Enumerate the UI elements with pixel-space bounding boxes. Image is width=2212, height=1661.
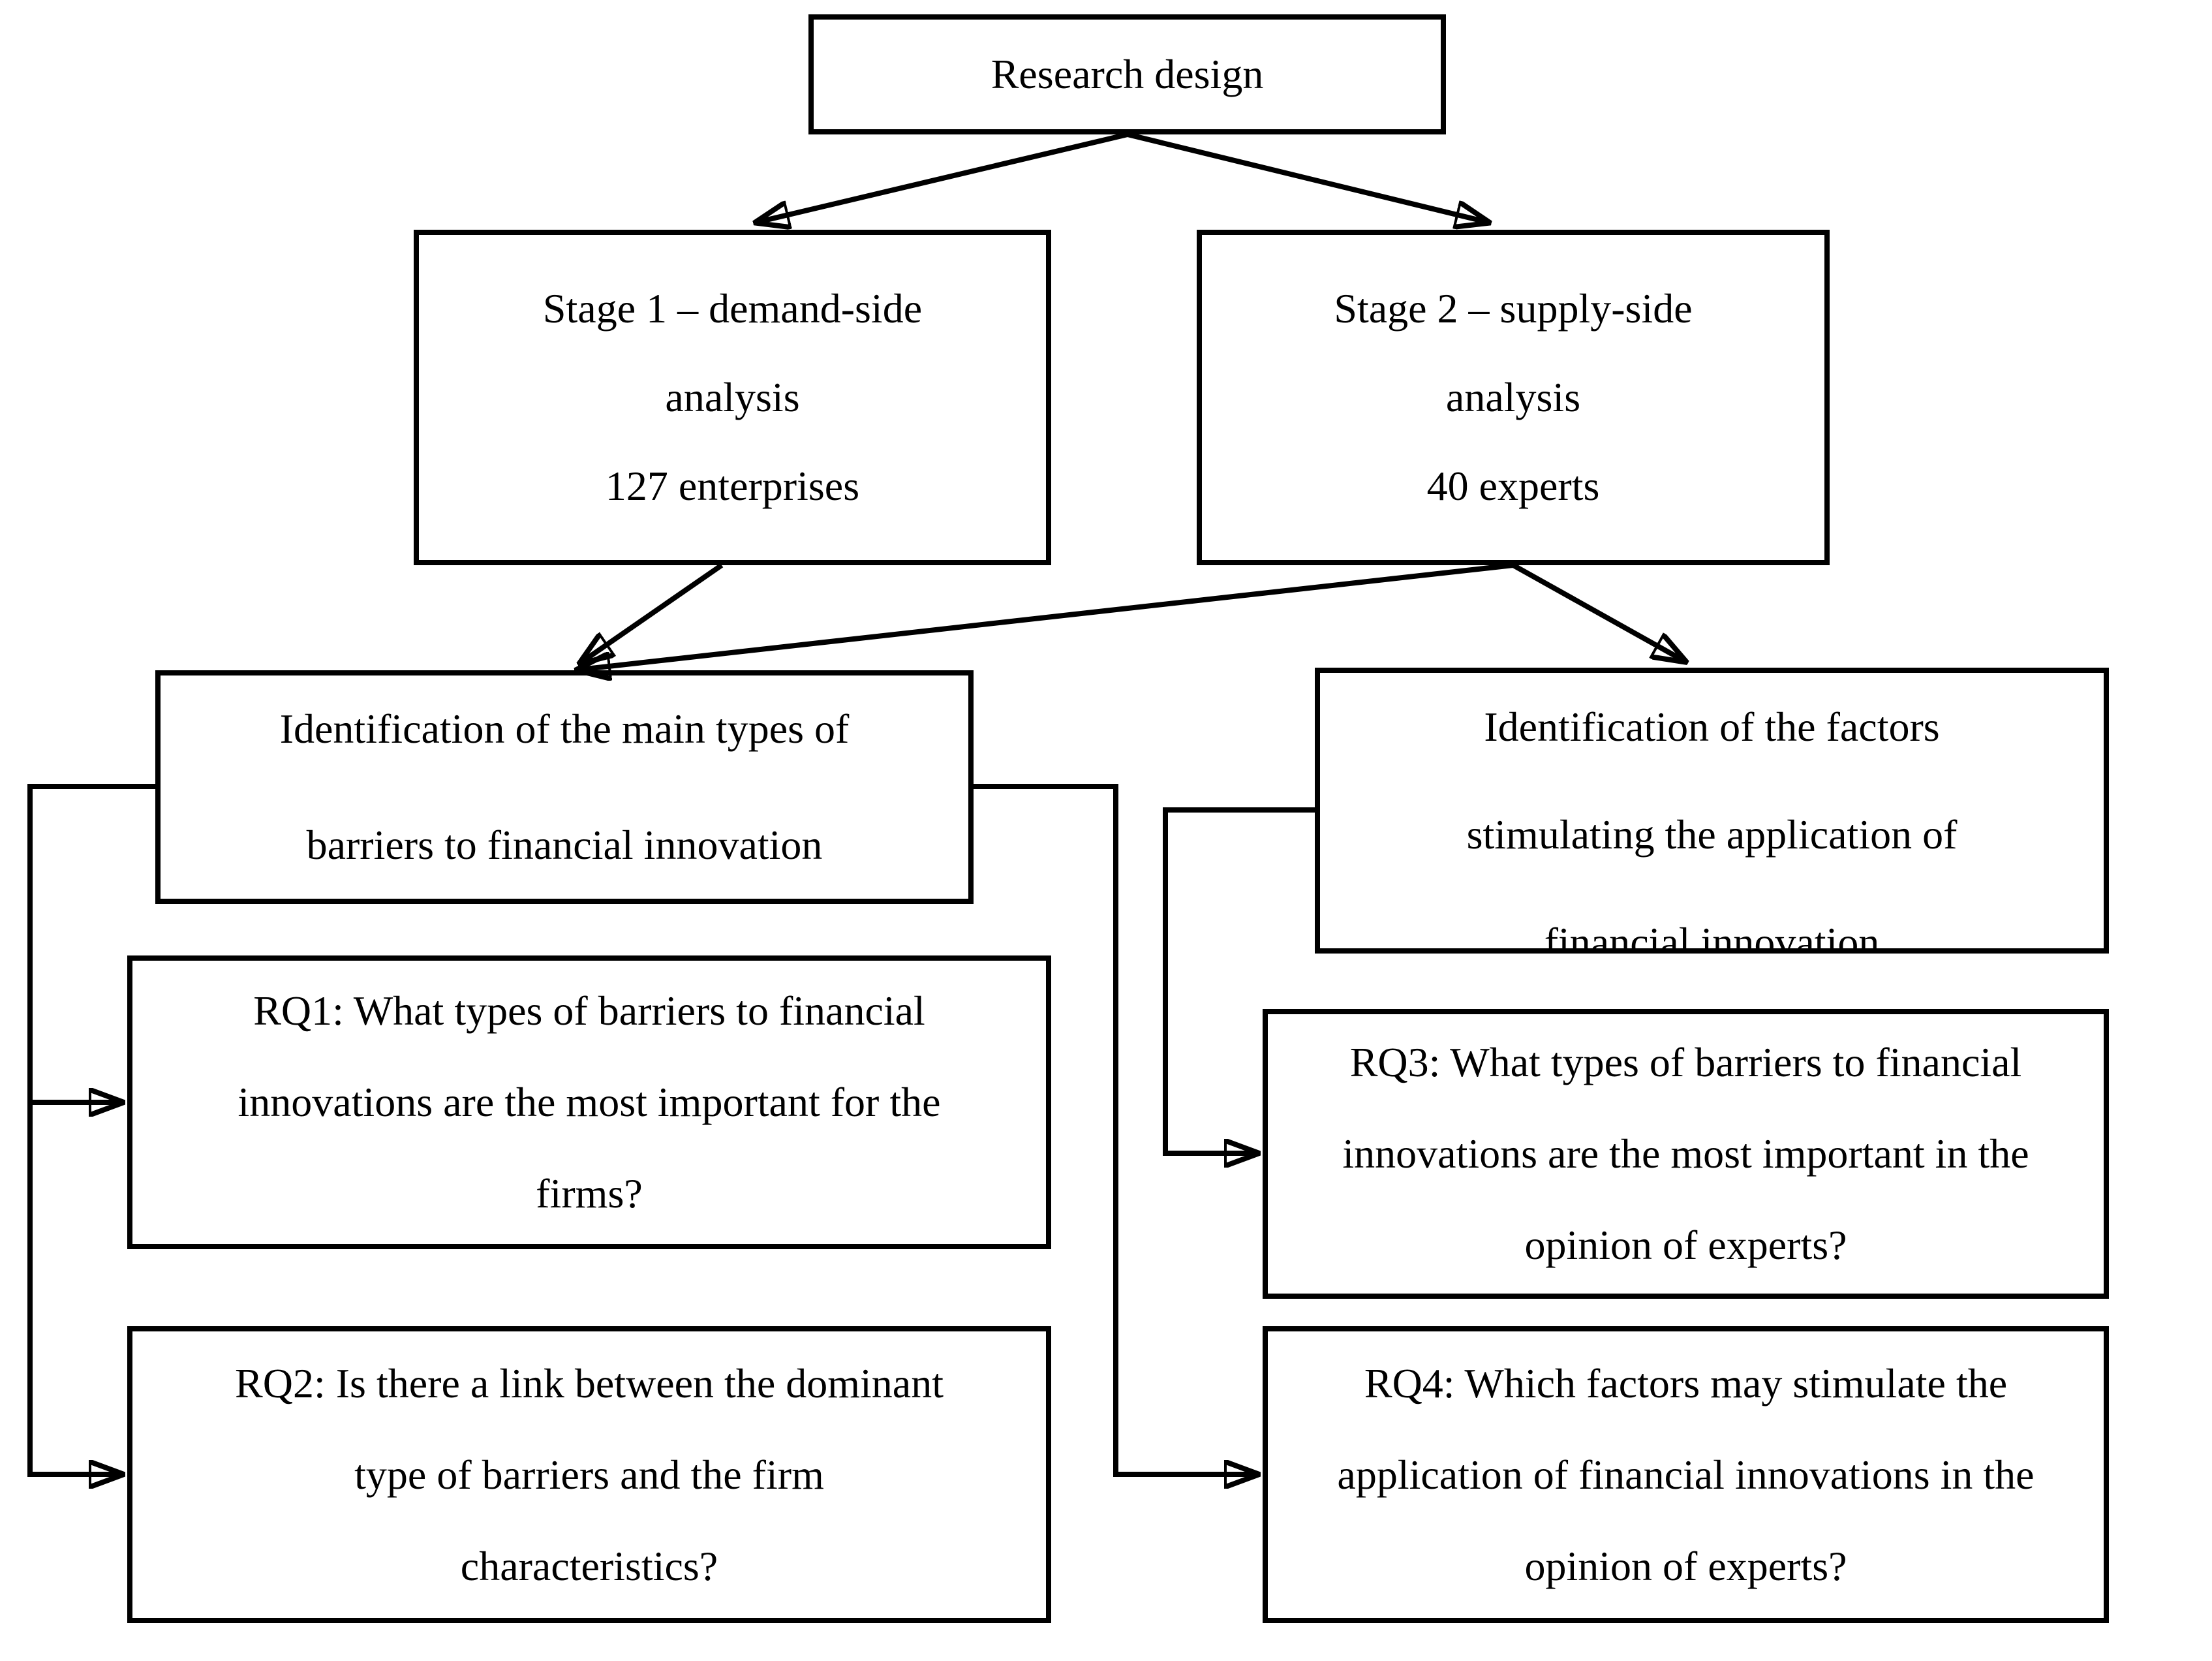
node-text: firms? bbox=[536, 1170, 643, 1217]
node-text: Identification of the main types of bbox=[279, 706, 850, 752]
node-text: application of financial innovations in … bbox=[1337, 1451, 2035, 1498]
edge-research-to-stage1 bbox=[758, 132, 1128, 222]
edge-stage2-to-barriers bbox=[579, 563, 1514, 670]
node-text: RQ4: Which factors may stimulate the bbox=[1364, 1359, 2008, 1406]
node-text: innovations are the most important for t… bbox=[238, 1079, 941, 1125]
node-text: type of barriers and the firm bbox=[354, 1451, 824, 1498]
edge-stage1-to-barriers bbox=[582, 563, 724, 662]
node-text: Stage 1 – demand-side bbox=[542, 285, 923, 332]
node-stage1: Stage 1 – demand-side analysis 127 enter… bbox=[414, 230, 1051, 565]
node-identification-factors: Identification of the factors stimulatin… bbox=[1315, 668, 2109, 954]
node-text: barriers to financial innovation bbox=[306, 822, 823, 868]
node-text: Stage 2 – supply-side bbox=[1334, 285, 1693, 332]
node-stage2: Stage 2 – supply-side analysis 40 expert… bbox=[1197, 230, 1830, 565]
node-rq1: RQ1: What types of barriers to financial… bbox=[127, 955, 1051, 1249]
node-text: 40 experts bbox=[1426, 463, 1600, 509]
node-text: analysis bbox=[1445, 374, 1581, 420]
node-text: RQ2: Is there a link between the dominan… bbox=[235, 1359, 944, 1406]
node-rq4: RQ4: Which factors may stimulate the app… bbox=[1263, 1326, 2109, 1623]
node-text: stimulating the application of bbox=[1466, 811, 1958, 858]
node-identification-barriers: Identification of the main types of barr… bbox=[155, 670, 974, 904]
edge-research-to-stage2 bbox=[1127, 132, 1486, 222]
node-text: 127 enterprises bbox=[605, 463, 860, 509]
node-rq3: RQ3: What types of barriers to financial… bbox=[1263, 1009, 2109, 1299]
node-text: financial innovation bbox=[1544, 919, 1880, 954]
edge-stage2-to-factors bbox=[1512, 563, 1683, 660]
edge-barriers-to-rq2 bbox=[27, 1102, 120, 1474]
node-text: RQ3: What types of barriers to financial bbox=[1349, 1039, 2022, 1085]
node-text: opinion of experts? bbox=[1524, 1542, 1847, 1589]
node-text: innovations are the most important in th… bbox=[1342, 1130, 2029, 1177]
node-text: Identification of the factors bbox=[1484, 704, 1940, 750]
node-text: Research design bbox=[991, 51, 1264, 97]
node-rq2: RQ2: Is there a link between the dominan… bbox=[127, 1326, 1051, 1623]
node-research-design: Research design bbox=[808, 14, 1446, 134]
node-text: characteristics? bbox=[460, 1542, 718, 1589]
node-text: opinion of experts? bbox=[1524, 1222, 1847, 1268]
node-text: RQ1: What types of barriers to financial bbox=[253, 987, 925, 1034]
node-text: analysis bbox=[665, 374, 800, 420]
